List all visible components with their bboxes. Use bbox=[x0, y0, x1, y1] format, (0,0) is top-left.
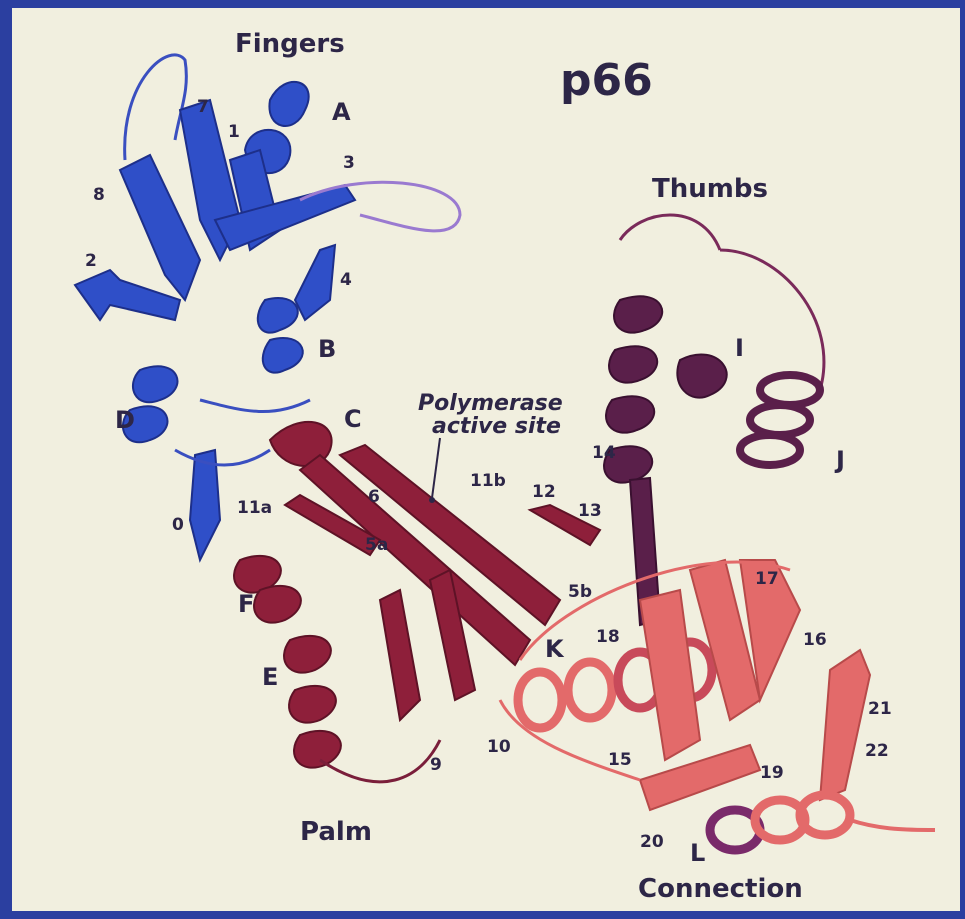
strand-label-15: 15 bbox=[608, 750, 632, 770]
strand-label-K: K bbox=[545, 635, 565, 663]
strand-label-A: A bbox=[332, 98, 351, 126]
strand-label-3: 3 bbox=[343, 153, 355, 173]
strand-label-10: 10 bbox=[487, 737, 511, 757]
strand-label-7: 7 bbox=[197, 97, 209, 117]
thumbs-label: Thumbs bbox=[652, 174, 768, 204]
strand-label-11a: 11a bbox=[237, 498, 272, 518]
strand-label-2: 2 bbox=[85, 251, 97, 271]
active-site-label-line1: Polymerase bbox=[418, 391, 563, 416]
strand-label-L: L bbox=[690, 839, 705, 867]
strand-label-21: 21 bbox=[868, 699, 892, 719]
active-site-pointer bbox=[432, 438, 440, 498]
palm-label: Palm bbox=[300, 817, 372, 847]
strand-label-20: 20 bbox=[640, 832, 664, 852]
strand-label-18: 18 bbox=[596, 627, 620, 647]
strand-label-J: J bbox=[834, 446, 845, 474]
strand-label-4: 4 bbox=[340, 270, 352, 290]
strand-label-E: E bbox=[262, 663, 278, 691]
strand-label-16: 16 bbox=[803, 630, 827, 650]
strand-label-9: 9 bbox=[430, 755, 442, 775]
strand-label-22: 22 bbox=[865, 741, 889, 761]
strand-label-C: C bbox=[344, 405, 362, 433]
strand-label-5a: 5a bbox=[365, 535, 388, 555]
strand-label-13: 13 bbox=[578, 501, 602, 521]
fingers-label: Fingers bbox=[235, 29, 345, 59]
strand-label-F: F bbox=[238, 590, 254, 618]
strand-label-12: 12 bbox=[532, 482, 556, 502]
connection-label: Connection bbox=[638, 874, 803, 904]
strand-label-5b: 5b bbox=[568, 582, 592, 602]
strand-label-I: I bbox=[735, 334, 744, 362]
strand-label-11b: 11b bbox=[470, 471, 506, 491]
strand-label-17: 17 bbox=[755, 569, 779, 589]
strand-label-6: 6 bbox=[368, 487, 380, 507]
strand-label-B: B bbox=[318, 335, 336, 363]
title-label: p66 bbox=[560, 55, 653, 106]
strand-label-19: 19 bbox=[760, 763, 784, 783]
strand-label-D: D bbox=[115, 406, 135, 434]
strand-label-1: 1 bbox=[228, 122, 240, 142]
strand-label-0: 0 bbox=[172, 515, 184, 535]
strand-label-8: 8 bbox=[93, 185, 105, 205]
strand-label-14: 14 bbox=[592, 443, 616, 463]
active-site-label-line2: active site bbox=[432, 414, 561, 439]
active-site-dot bbox=[429, 497, 435, 503]
